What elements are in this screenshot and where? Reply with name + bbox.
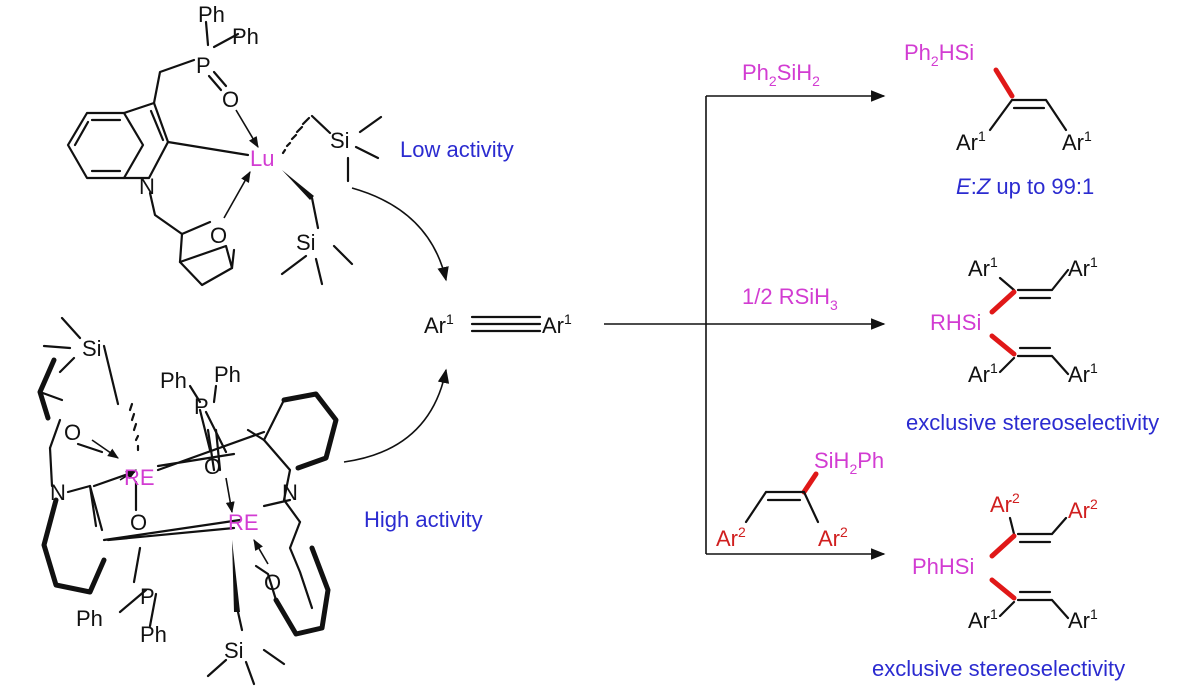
ph-label: Ph — [214, 362, 241, 387]
ph-label: Ph — [198, 2, 225, 27]
product-3-aryl-top-right: Ar2 — [1068, 496, 1098, 523]
product-2-selectivity: exclusive stereoselectivity — [906, 410, 1159, 435]
rare-earth-label: RE — [124, 465, 155, 490]
reagent-aryl-right: Ar2 — [818, 524, 848, 551]
phosphorus-label: P — [140, 584, 155, 609]
product-2-aryl-top-right: Ar1 — [1068, 254, 1098, 281]
arrow-from-lu-catalyst — [351, 187, 449, 282]
thf-oxygen-label: O — [264, 570, 281, 595]
phosphorus-label: P — [194, 394, 209, 419]
catalyst-top-bonds — [66, 20, 383, 287]
alkyne-aryl-left: Ar1 — [424, 311, 454, 338]
product-2-aryl-bottom-right: Ar1 — [1068, 360, 1098, 387]
reagent-diphenylsilane: Ph2SiH2 — [742, 60, 820, 89]
catalyst-bottom: Si Si Ph Ph Ph Ph P P RE RE N N O O O O … — [37, 316, 483, 686]
catalyst-arrows — [343, 187, 450, 463]
product-2-aryl-top-left: Ar1 — [968, 254, 998, 281]
ph-label: Ph — [232, 24, 259, 49]
product-3-silicon: PhHSi — [912, 554, 974, 579]
phosphorus-label: P — [196, 53, 211, 78]
product-1-aryl-right: Ar1 — [1062, 128, 1092, 155]
route-3: SiH2Ph Ar2 Ar2 Ar2 Ar2 PhHSi Ar1 Ar1 exc… — [716, 448, 1125, 681]
oxygen-label: O — [204, 454, 221, 479]
thf-oxygen-label: O — [64, 420, 81, 445]
route-2: 1/2 RSiH3 Ar1 Ar1 RHSi Ar1 Ar1 exclusive… — [742, 254, 1159, 435]
product-1-selectivity: E:Z up to 99:1 — [956, 174, 1094, 199]
product-1-silyl: Ph2HSi — [904, 40, 974, 69]
low-activity-label: Low activity — [400, 137, 514, 162]
ph-label: Ph — [76, 606, 103, 631]
product-2-silicon: RHSi — [930, 310, 981, 335]
ph-label: Ph — [160, 368, 187, 393]
silicon-label: Si — [330, 128, 350, 153]
product-3-aryl-top-left: Ar2 — [990, 490, 1020, 517]
product-3-aryl-bottom-right: Ar1 — [1068, 606, 1098, 633]
reagent-rsih3: 1/2 RSiH3 — [742, 284, 838, 313]
nitrogen-label: N — [139, 174, 155, 199]
catalyst-top: Ph Ph P O Lu N O Si Si Low activity — [66, 2, 514, 287]
product-1-aryl-left: Ar1 — [956, 128, 986, 155]
nitrogen-label: N — [50, 480, 66, 505]
nitrogen-label: N — [282, 480, 298, 505]
silicon-label: Si — [82, 336, 102, 361]
product-2-aryl-bottom-left: Ar1 — [968, 360, 998, 387]
route-1: Ph2SiH2 Ph2HSi Ar1 Ar1 E:Z up to 99:1 — [742, 40, 1094, 199]
product-3-aryl-bottom-left: Ar1 — [968, 606, 998, 633]
silicon-label: Si — [296, 230, 316, 255]
substrate-alkyne: Ar1 Ar1 — [424, 311, 572, 338]
alkyne-aryl-right: Ar1 — [542, 311, 572, 338]
product-3-selectivity: exclusive stereoselectivity — [872, 656, 1125, 681]
reagent-aryl-left: Ar2 — [716, 524, 746, 551]
catalyst-bottom-bonds — [37, 316, 339, 686]
oxygen-label: O — [222, 87, 239, 112]
arrow-from-re-catalyst — [343, 368, 450, 463]
rare-earth-label: RE — [228, 510, 259, 535]
oxygen-label: O — [130, 510, 147, 535]
lutetium-label: Lu — [250, 146, 274, 171]
ph-label: Ph — [140, 622, 167, 647]
thf-oxygen-label: O — [210, 223, 227, 248]
silicon-label: Si — [224, 638, 244, 663]
reagent-vinylsilane-silyl: SiH2Ph — [814, 448, 884, 477]
high-activity-label: High activity — [364, 507, 483, 532]
reaction-arrows — [604, 90, 886, 560]
